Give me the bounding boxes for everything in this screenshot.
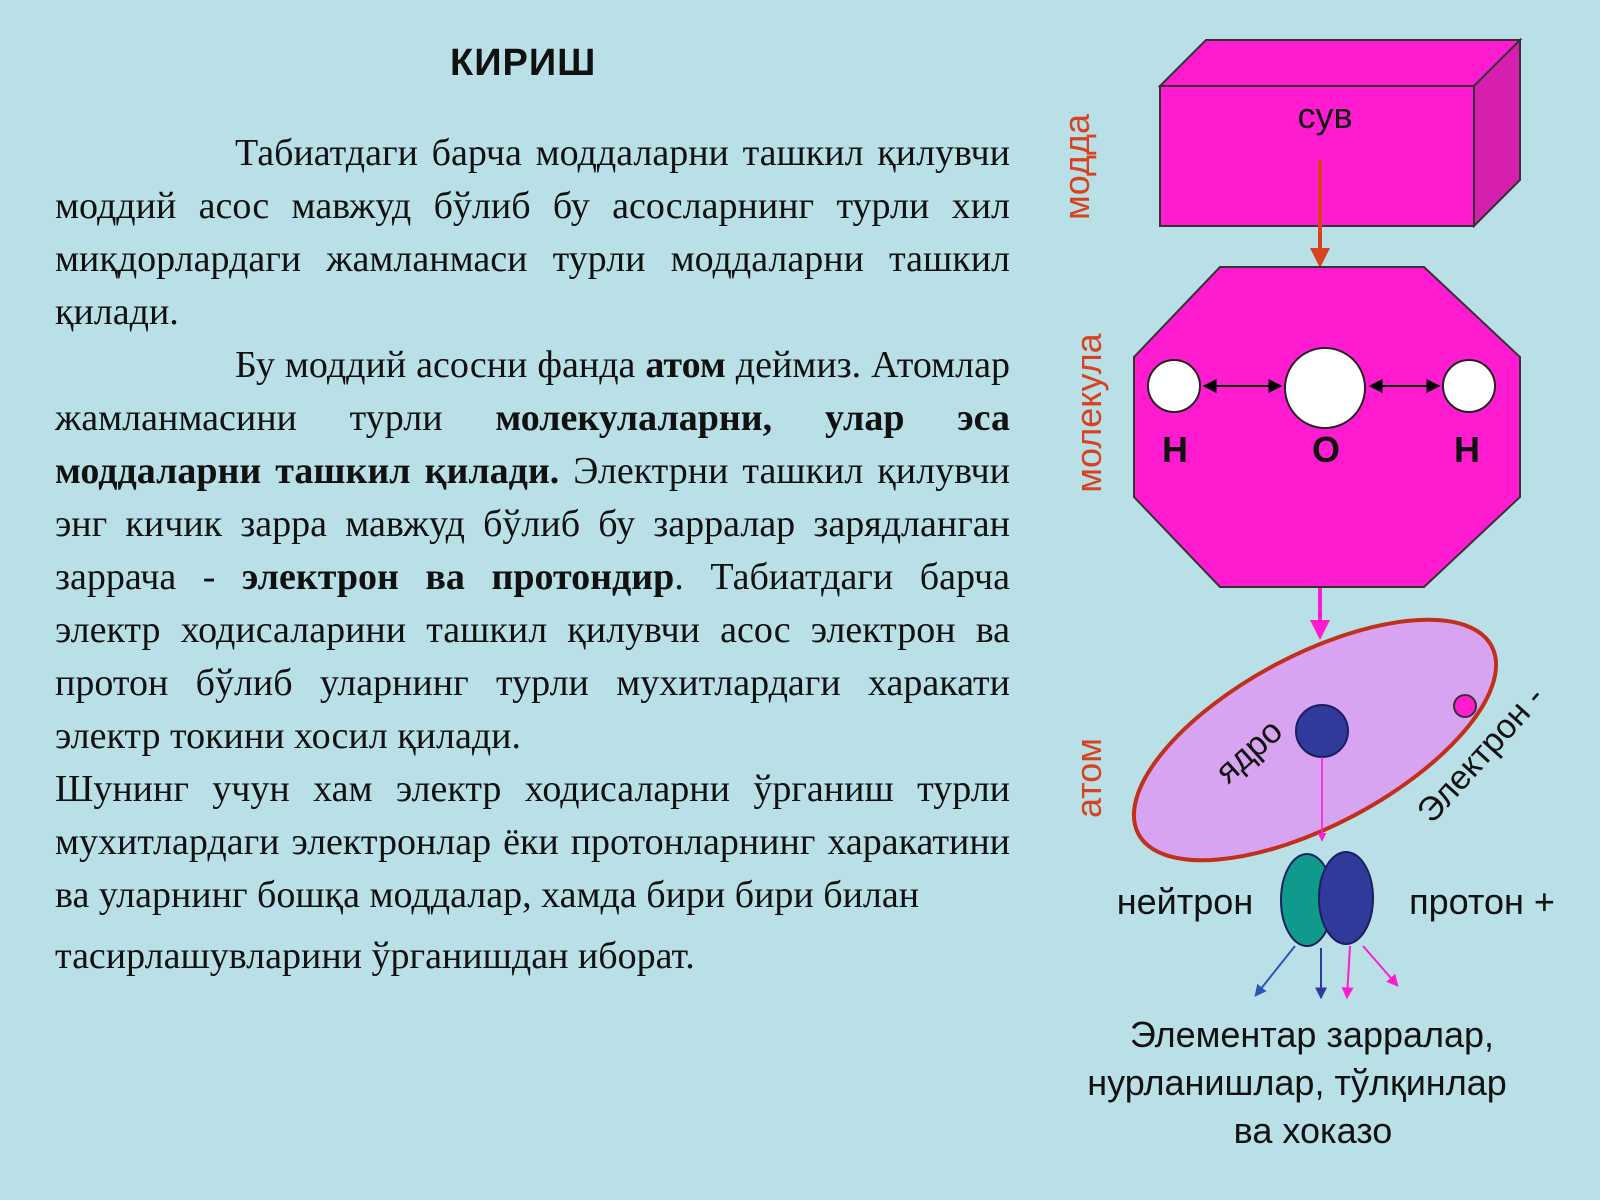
side-label-atom: атом (1068, 738, 1109, 818)
water-box (1157, 37, 1523, 229)
term-molecules: молекулаларни, улар эса моддаларни ташки… (55, 397, 1010, 492)
term-electron-proton: электрон ва протондир (241, 556, 675, 598)
side-label-molecule: молекула (1068, 332, 1109, 492)
proton-label: протон + (1409, 881, 1555, 922)
electron-dot (1453, 694, 1477, 718)
proton-ellipse (1318, 851, 1374, 945)
paragraph-2: Бу моддий асосни фанда атом деймиз. Атом… (55, 339, 1010, 763)
neutron-label: нейтрон (1117, 881, 1253, 922)
paragraph-2-part-c: Электрни ташкил қилувчи энг кичик зарра … (55, 450, 1011, 598)
nucleus-circle (1295, 704, 1349, 758)
paragraph-2-part-d: . Табиатдаги барча электр ходисаларини т… (55, 556, 1010, 757)
box-label: сув (1297, 95, 1352, 136)
elementary-line-2: нурланишлар, тўлқинлар (1087, 1062, 1507, 1103)
slide-title: КИРИШ (450, 42, 597, 84)
paragraph-1: Табиатдаги барча моддаларни ташкил қилув… (55, 132, 1010, 333)
paragraph-4: тасирлашувларини ўрганишдан иборат. (55, 935, 695, 977)
elementary-line-3: ва хоказо (1234, 1110, 1393, 1151)
hydrogen-right-circle (1442, 359, 1496, 413)
elementary-line-1: Элементар зарралар, (1130, 1014, 1494, 1055)
paragraph-2-part-b: деймиз. Атомлар жамланмасини турли (55, 344, 1010, 439)
atom-label-h-left: H (1162, 429, 1188, 470)
oxygen-circle (1284, 347, 1366, 429)
term-atom: атом (645, 344, 726, 386)
arrow-out-1 (1254, 945, 1296, 997)
hydrogen-left-circle (1147, 359, 1201, 413)
paragraph-2-part-a: Бу моддий асосни фанда (235, 344, 646, 386)
arrow-out-3 (1341, 945, 1354, 1000)
atom-label-h-right: H (1454, 429, 1480, 470)
paragraph-3: Шунинг учун хам электр ходисаларни ўрган… (55, 768, 1010, 916)
atom-label-o: O (1312, 429, 1340, 470)
arrow-out-4 (1362, 945, 1399, 987)
body-text: Табиатдаги барча моддаларни ташкил қилув… (55, 127, 1010, 986)
side-label-substance: модда (1056, 113, 1097, 220)
